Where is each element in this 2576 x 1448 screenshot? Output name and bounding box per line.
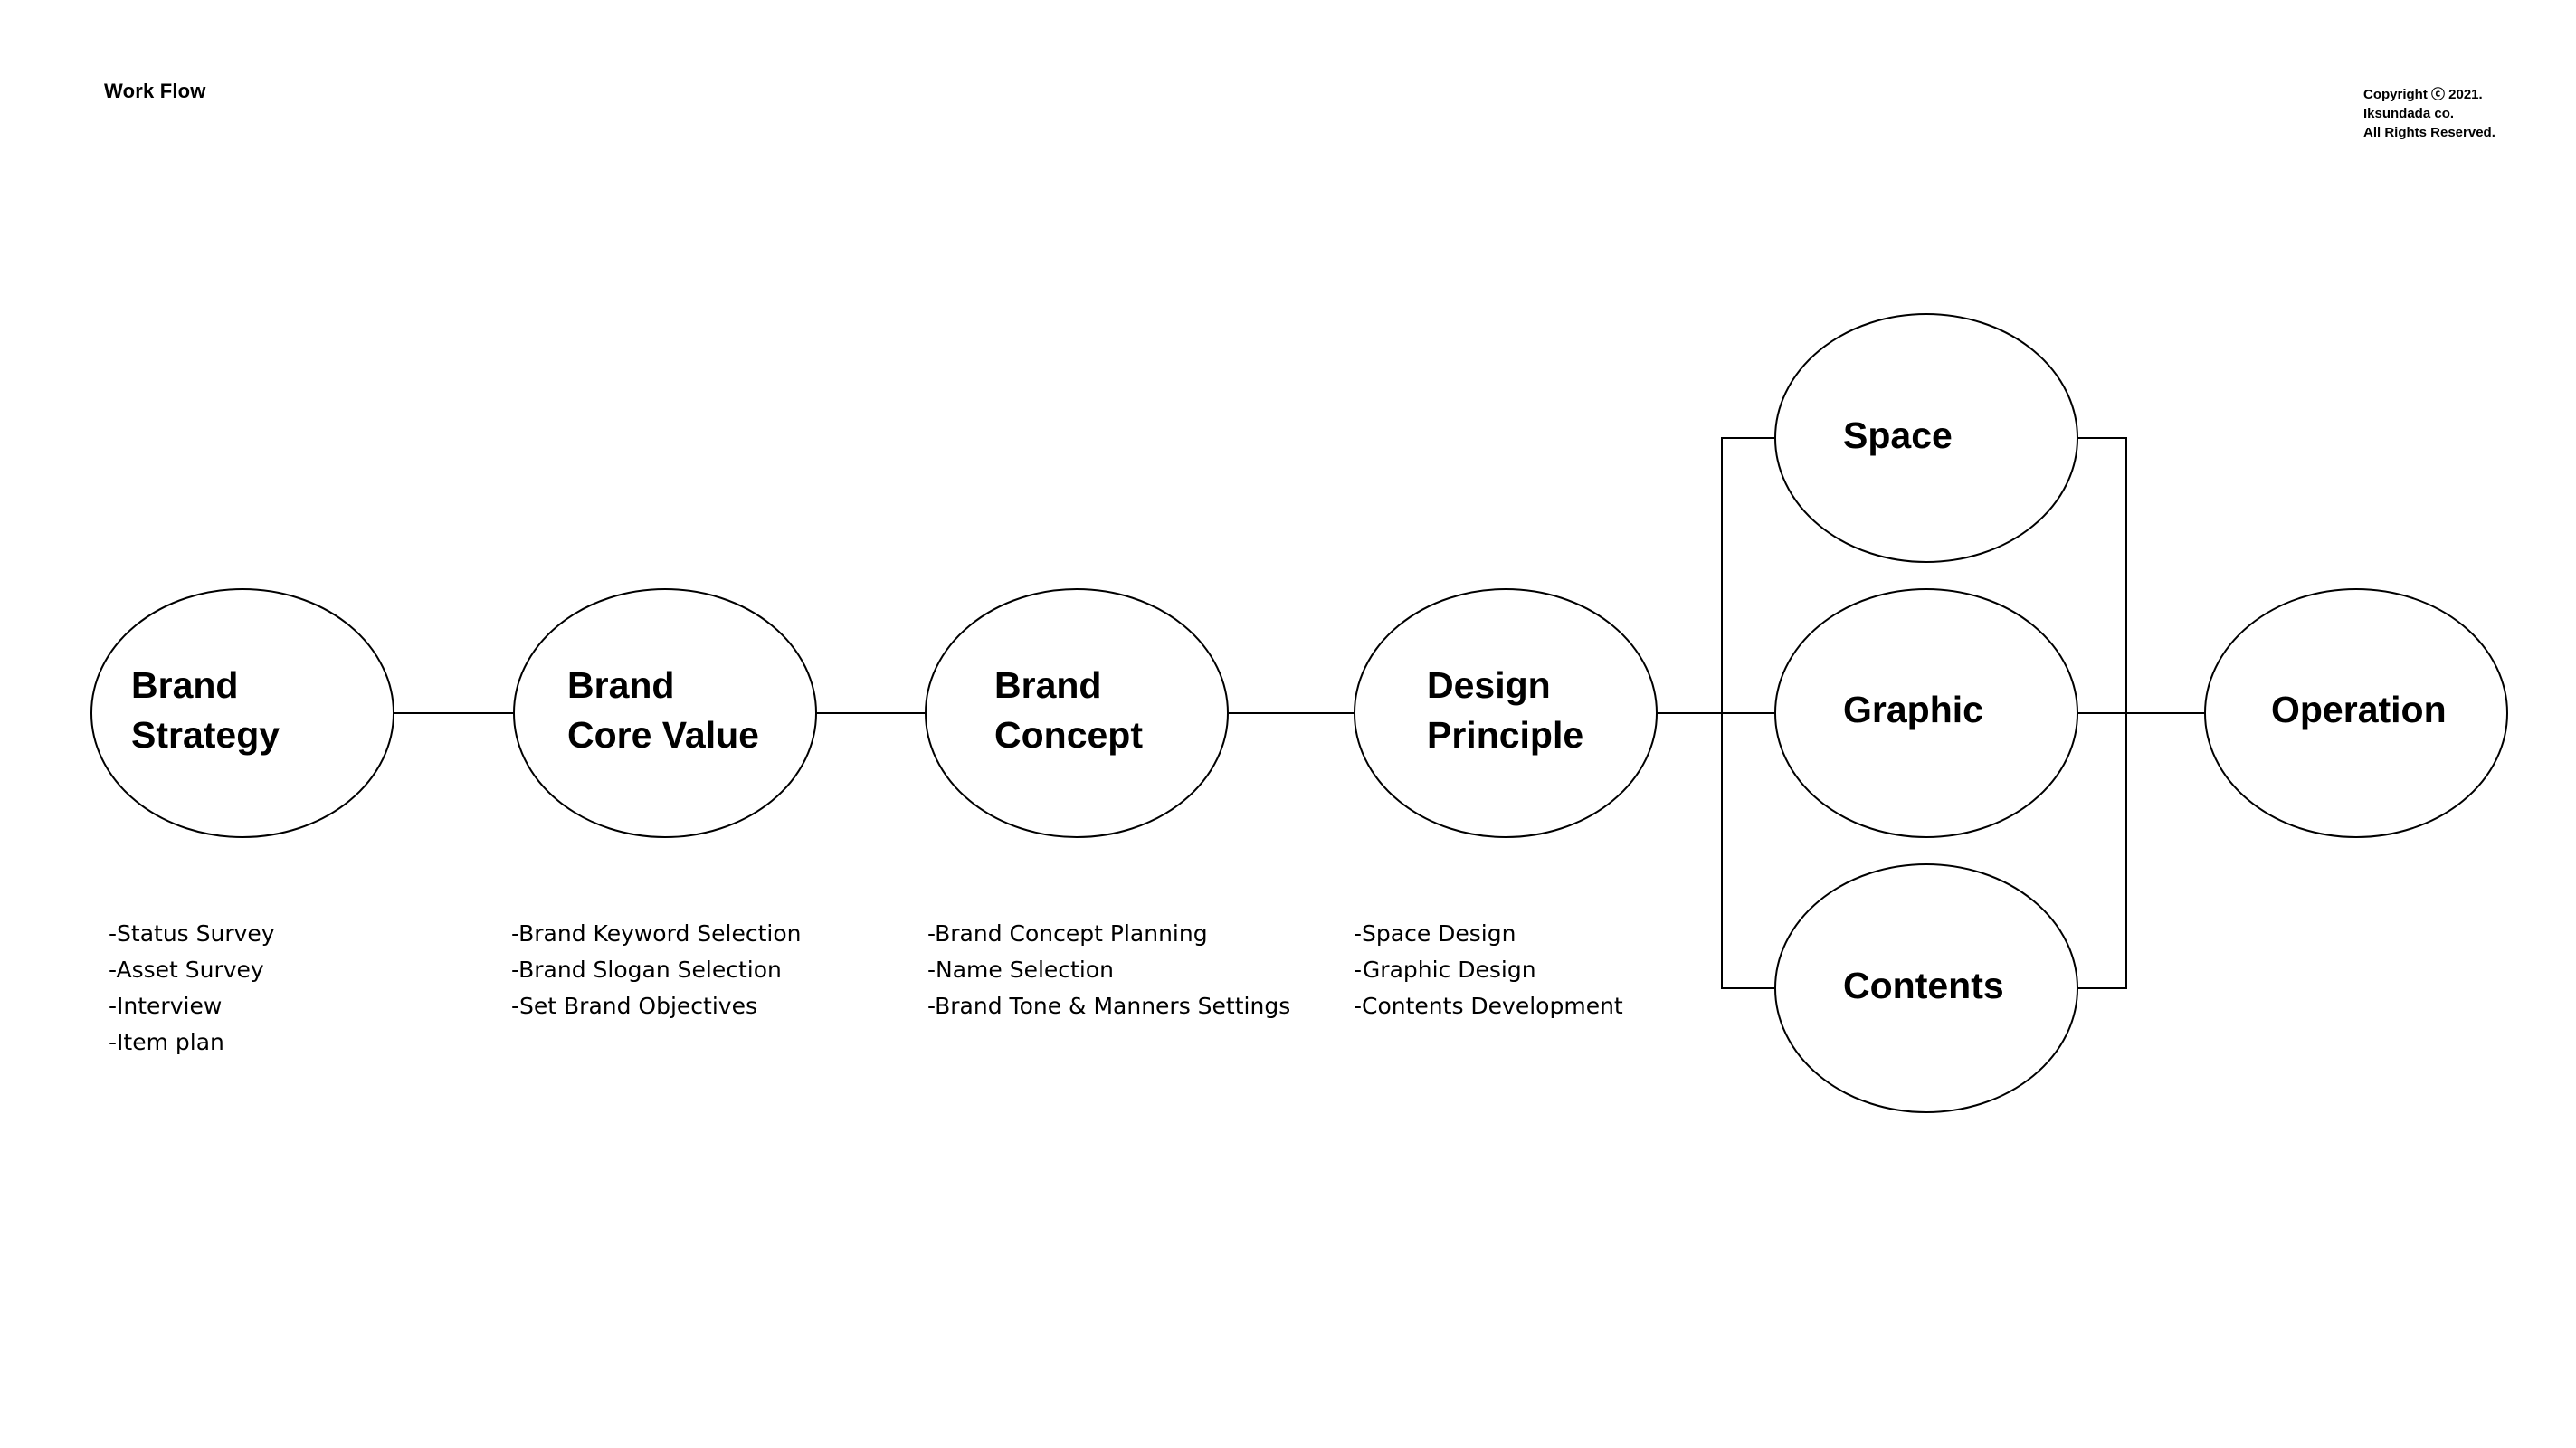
list-item: -Brand Slogan Selection [511,957,782,983]
node-contents [1774,863,2078,1113]
node-space [1774,313,2078,563]
node-brand-strategy [90,588,394,838]
list-item: -Space Design [1354,920,1516,947]
details-brand-strategy: -Status Survey -Asset Survey -Interview … [109,916,275,1061]
list-item: -Status Survey [109,920,275,947]
list-item: -Interview [109,993,223,1019]
list-item: -Name Selection [927,957,1114,983]
list-item: -Brand Keyword Selection [511,920,802,947]
list-item: -Asset Survey [109,957,264,983]
list-item: -Set Brand Objectives [511,993,757,1019]
details-design-principle: -Space Design -Graphic Design -Contents … [1354,916,1623,1024]
list-item: -Brand Concept Planning [927,920,1208,947]
node-label-operation: Operation [2271,689,2447,730]
node-label-graphic: Graphic [1843,689,1983,730]
details-brand-core-value: -Brand Keyword Selection -Brand Slogan S… [511,916,801,1024]
list-item: -Graphic Design [1354,957,1536,983]
copyright-notice: Copyright ⓒ 2021. Iksundada co. All Righ… [2363,85,2495,142]
node-label-contents: Contents [1843,965,2004,1006]
list-item: -Contents Development [1354,993,1623,1019]
node-label-brand-strategy: Brand Strategy [131,664,280,756]
node-label-brand-concept: Brand Concept [994,664,1143,756]
node-label-brand-core-value: Brand Core Value [567,664,759,756]
details-brand-concept: -Brand Concept Planning -Name Selection … [927,916,1290,1024]
node-label-design-principle: Design Principle [1427,664,1584,756]
page-title: Work Flow [104,80,206,102]
copyright-line: Copyright ⓒ 2021. [2363,87,2483,102]
list-item: -Brand Tone & Manners Settings [927,993,1291,1019]
node-operation [2204,588,2508,838]
node-brand-concept [925,588,1229,838]
node-graphic [1774,588,2078,838]
copyright-company: Iksundada co. [2363,106,2455,121]
node-design-principle [1354,588,1658,838]
bracket-left [1721,437,1774,989]
list-item: -Item plan [109,1029,224,1055]
node-brand-core-value [513,588,817,838]
copyright-rights: All Rights Reserved. [2363,125,2495,140]
node-label-space: Space [1843,414,1953,456]
